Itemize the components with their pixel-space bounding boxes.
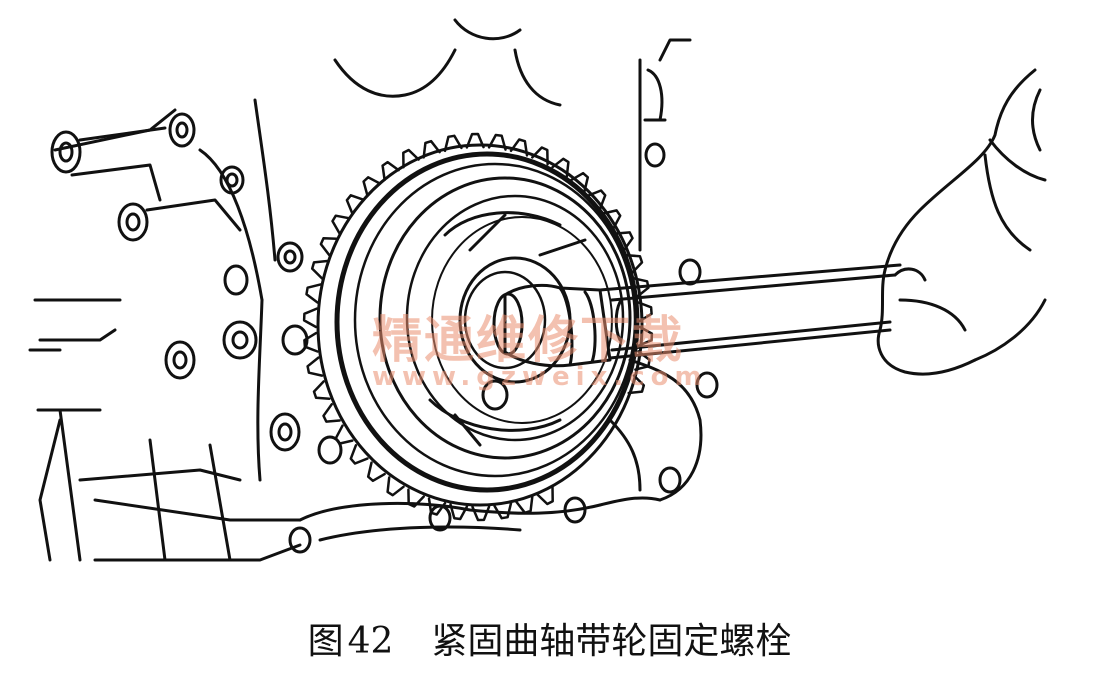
socket-wrench-icon xyxy=(492,263,902,368)
caption-number: 42 xyxy=(347,621,394,662)
caption-label: 图 xyxy=(307,621,344,662)
crankshaft-pulley-icon xyxy=(302,132,654,522)
engine-block-icon xyxy=(28,18,719,562)
gear-teeth xyxy=(302,132,654,522)
caption-title: 紧固曲轴带轮固定螺栓 xyxy=(431,621,792,662)
engine-illustration xyxy=(28,18,1047,562)
hand-icon xyxy=(876,68,1047,376)
